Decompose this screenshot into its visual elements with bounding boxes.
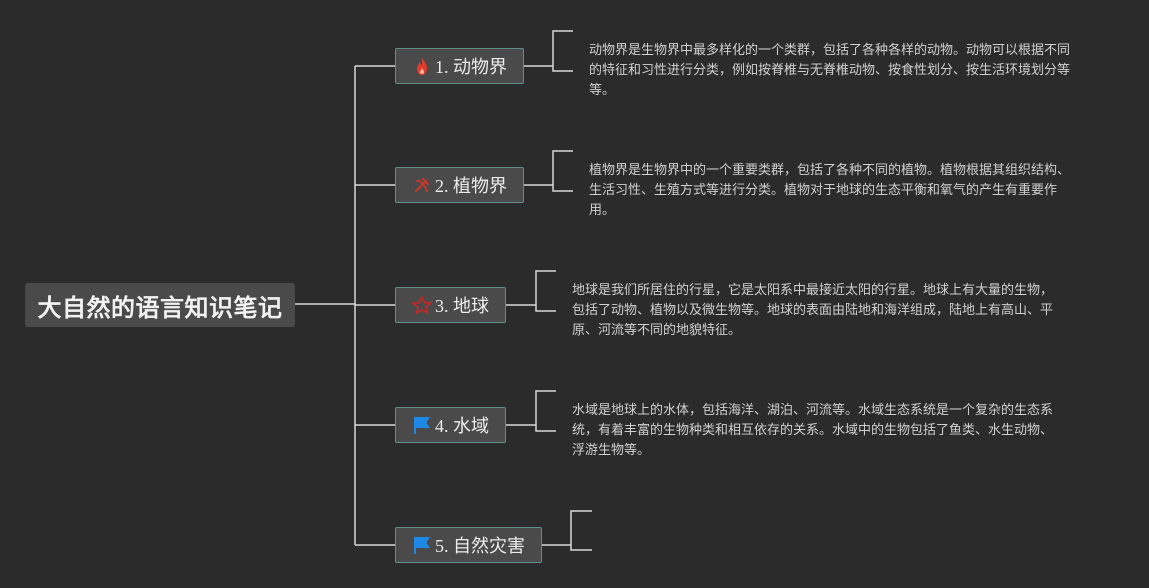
star-icon bbox=[412, 295, 432, 315]
branch-topic-waters[interactable]: 4. 水域 bbox=[395, 407, 506, 443]
fire-icon bbox=[412, 56, 432, 76]
branch-topic-animals[interactable]: 1. 动物界 bbox=[395, 48, 524, 84]
branch-label: 3. 地球 bbox=[435, 296, 489, 316]
branch-label: 2. 植物界 bbox=[435, 176, 507, 196]
note-waters: 水域是地球上的水体，包括海洋、湖泊、河流等。水域生态系统是一个复杂的生态系统，有… bbox=[572, 403, 1054, 458]
note-bracket-5 bbox=[542, 510, 592, 551]
branch-label: 4. 水域 bbox=[435, 416, 489, 436]
note-animals: 动物界是生物界中最多样化的一个类群，包括了各种各样的动物。动物可以根据不同的特征… bbox=[589, 43, 1071, 98]
note-bracket-4 bbox=[506, 390, 556, 432]
note-bracket-2 bbox=[524, 150, 573, 192]
branch-topic-earth[interactable]: 3. 地球 bbox=[395, 287, 506, 323]
root-topic[interactable]: 大自然的语言知识笔记 bbox=[25, 283, 295, 327]
note-bracket-1 bbox=[524, 30, 573, 72]
note-earth: 地球是我们所居住的行星，它是太阳系中最接近太阳的行星。地球上有大量的生物，包括了… bbox=[572, 283, 1054, 338]
branch-label: 5. 自然灾害 bbox=[435, 536, 525, 556]
note-plants: 植物界是生物界中的一个重要类群，包括了各种不同的植物。植物根据其组织结构、生活习… bbox=[589, 163, 1071, 218]
branch-topic-plants[interactable]: 2. 植物界 bbox=[395, 167, 524, 203]
flag-icon bbox=[412, 415, 432, 435]
branch-topic-natural-disasters[interactable]: 5. 自然灾害 bbox=[395, 527, 542, 563]
branch-label: 1. 动物界 bbox=[435, 57, 507, 77]
tools-icon bbox=[412, 175, 432, 195]
note-bracket-3 bbox=[506, 270, 556, 312]
flag-icon bbox=[412, 535, 432, 555]
root-title: 大自然的语言知识笔记 bbox=[37, 293, 283, 322]
